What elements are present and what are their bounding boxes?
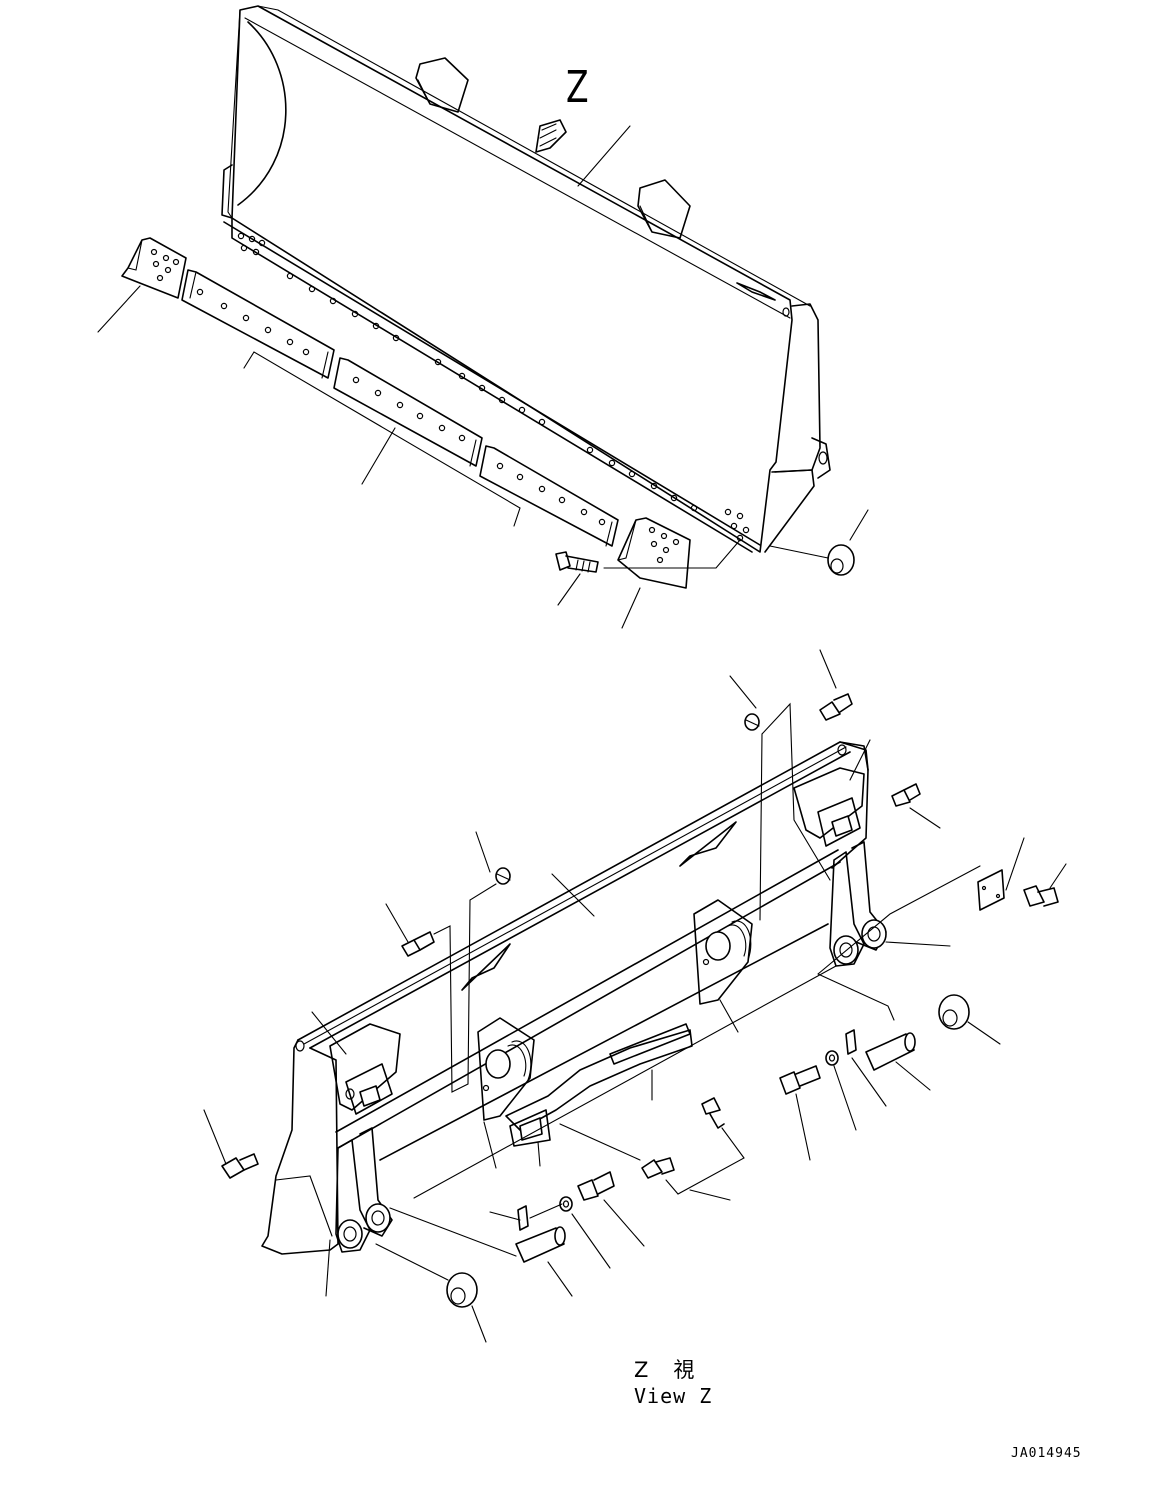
cutting-edge-segments [121, 237, 855, 589]
blade-assembly [221, 5, 831, 553]
lower-leader-lines [203, 649, 1067, 1343]
view-caption-japanese: Z 視 [634, 1358, 697, 1382]
drawing-number: JA014945 [1011, 1446, 1082, 1461]
view-caption-english: View Z [634, 1384, 713, 1408]
blade-edge-bolt-holes [237, 232, 750, 542]
frame-assembly [261, 741, 887, 1255]
upper-leader-lines [97, 125, 869, 629]
hardware-parts [221, 693, 1059, 1308]
view-z-marker: Z [566, 62, 589, 113]
